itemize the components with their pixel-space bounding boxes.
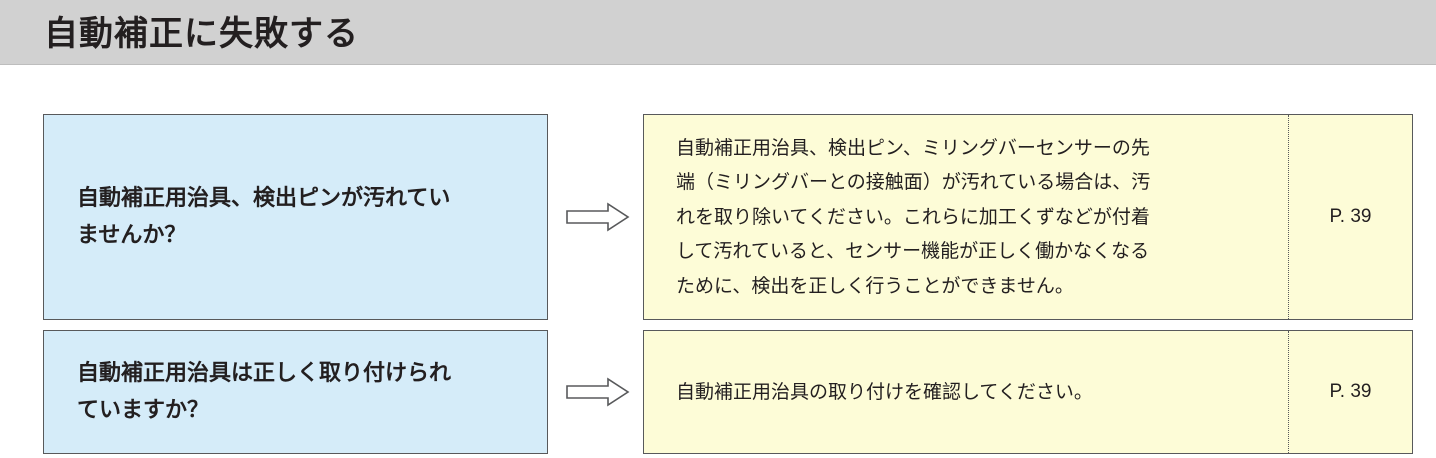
page-reference: P. 39 [1329, 206, 1372, 227]
answer-text: 自動補正用治具、検出ピン、ミリングバーセンサーの先 端（ミリングバーとの接触面）… [676, 131, 1150, 304]
question-line: 自動補正用治具は正しく取り付けられ [77, 361, 452, 386]
answer-line: 自動補正用治具の取り付けを確認してください。 [676, 380, 1093, 403]
page-title: 自動補正に失敗する [44, 14, 359, 54]
title-bar: 自動補正に失敗する [0, 0, 1436, 65]
answer-line: れを取り除いてください。これらに加工くずなどが付着 [676, 205, 1150, 228]
answer-line: して汚れていると、センサー機能が正しく働かなくなる [676, 240, 1150, 263]
right-arrow-icon [566, 377, 630, 407]
answer-body: 自動補正用治具、検出ピン、ミリングバーセンサーの先 端（ミリングバーとの接触面）… [644, 115, 1289, 319]
answer-line: ために、検出を正しく行うことができません。 [676, 274, 1074, 297]
answer-box: 自動補正用治具、検出ピン、ミリングバーセンサーの先 端（ミリングバーとの接触面）… [643, 114, 1413, 320]
question-text: 自動補正用治具、検出ピンが汚れてい ませんか？ [77, 180, 450, 254]
answer-box: 自動補正用治具の取り付けを確認してください。 P. 39 [643, 330, 1413, 454]
troubleshooting-row: 自動補正用治具、検出ピンが汚れてい ませんか？ 自動補正用治具、検出ピン、ミリン… [0, 114, 1436, 320]
answer-text: 自動補正用治具の取り付けを確認してください。 [676, 375, 1093, 410]
answer-line: 自動補正用治具、検出ピン、ミリングバーセンサーの先 [676, 136, 1150, 159]
question-text: 自動補正用治具は正しく取り付けられ ていますか？ [77, 355, 451, 429]
question-line: ていますか？ [77, 398, 210, 423]
answer-body: 自動補正用治具の取り付けを確認してください。 [644, 331, 1289, 453]
question-line: ませんか？ [77, 223, 187, 248]
question-box: 自動補正用治具は正しく取り付けられ ていますか？ [43, 330, 548, 454]
answer-line: 端（ミリングバーとの接触面）が汚れている場合は、汚 [676, 171, 1151, 194]
troubleshooting-row: 自動補正用治具は正しく取り付けられ ていますか？ 自動補正用治具の取り付けを確認… [0, 330, 1436, 454]
right-arrow-icon [566, 202, 630, 232]
question-line: 自動補正用治具、検出ピンが汚れてい [77, 186, 451, 211]
page-reference: P. 39 [1329, 381, 1372, 402]
question-box: 自動補正用治具、検出ピンが汚れてい ませんか？ [43, 114, 548, 320]
